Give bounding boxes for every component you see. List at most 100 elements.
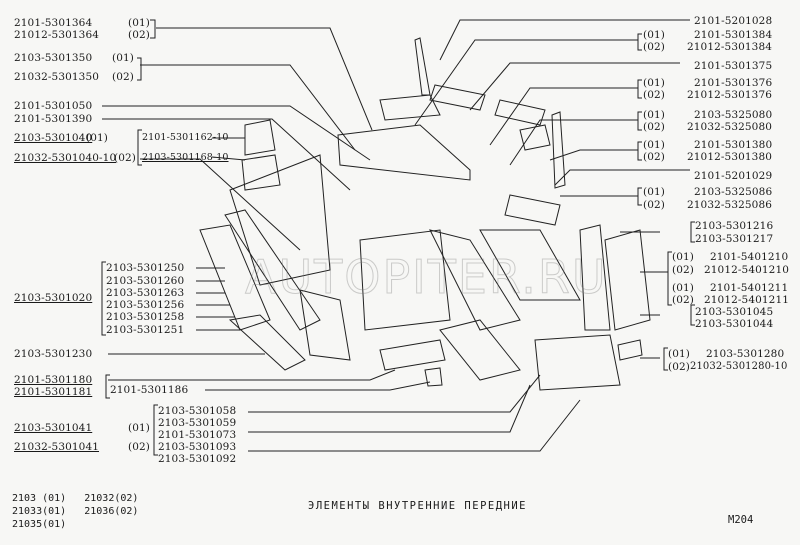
part-label[interactable]: 2101-5301376 [694, 77, 773, 89]
part-outline [494, 99, 546, 126]
part-label[interactable]: 21032-5301280-10 [690, 361, 788, 372]
part-label[interactable]: 2103-5301093 [158, 441, 237, 453]
part-label[interactable]: 2101-5301050 [14, 100, 93, 112]
part-label[interactable]: 2103-5301258 [106, 311, 185, 323]
part-label[interactable]: 21012-5401210 [704, 264, 790, 276]
part-label[interactable]: 2103-5301217 [695, 233, 774, 245]
leader-line [489, 87, 638, 146]
part-label[interactable]: 21012-5301380 [687, 151, 773, 163]
part-outline [224, 209, 321, 331]
model-applicability: 2103 (01) 21032(02) 21033(01) 21036(02) … [12, 492, 138, 531]
part-outline [579, 224, 611, 331]
part-label[interactable]: 2101-5301186 [110, 384, 189, 396]
variant-label: (02) [643, 121, 665, 133]
leader-line [108, 369, 396, 381]
leader-line [248, 399, 581, 452]
part-label[interactable]: 21032-5301040-10 [14, 152, 117, 164]
part-outline [429, 229, 521, 331]
part-outline [379, 94, 441, 121]
variant-label: (02) [112, 71, 134, 83]
part-label[interactable]: 2101-5401210 [710, 251, 789, 263]
part-label[interactable]: 2101-5301380 [694, 139, 773, 151]
part-outline [359, 229, 451, 331]
leader-line [439, 19, 690, 61]
part-label[interactable]: 2101-5301384 [694, 29, 773, 41]
part-label[interactable]: 2101-5201029 [694, 170, 773, 182]
part-label[interactable]: 21012-5301364 [14, 29, 100, 41]
part-label[interactable]: 2103-5301250 [106, 262, 185, 274]
bracket [637, 187, 642, 206]
part-label[interactable]: 2101-5201028 [694, 15, 773, 27]
part-label[interactable]: 2101-5301181 [14, 386, 93, 398]
variant-label: (02) [672, 264, 694, 276]
part-label[interactable]: 2103-5301092 [158, 453, 237, 465]
part-label[interactable]: 2103-5301216 [695, 220, 774, 232]
part-label[interactable]: 21012-5301384 [687, 41, 773, 53]
part-label[interactable]: 2103-5301041 [14, 422, 93, 434]
variant-label: (02) [643, 41, 665, 53]
part-label[interactable]: 2103-5301256 [106, 299, 185, 311]
part-label[interactable]: 2101-5301180 [14, 374, 93, 386]
part-label[interactable]: 2103-5301260 [106, 275, 185, 287]
leader-line [156, 27, 373, 131]
leader-line [248, 374, 541, 413]
part-label[interactable]: 2103-5301040 [14, 132, 93, 144]
part-outline [424, 367, 443, 387]
part-label[interactable]: 2103-5301020 [14, 292, 93, 304]
part-label[interactable]: 2103-5301230 [14, 348, 93, 360]
leader-line [554, 169, 690, 186]
part-label[interactable]: 21012-5401211 [704, 294, 790, 306]
bracket [101, 261, 106, 336]
part-label[interactable]: 21032-5325080 [687, 121, 773, 133]
leader-line [140, 64, 356, 151]
part-label[interactable]: 2103-5301251 [106, 324, 185, 336]
part-label[interactable]: 2103-5325080 [694, 109, 773, 121]
variant-label: (01) [643, 29, 665, 41]
part-label[interactable]: 2101-5301375 [694, 60, 773, 72]
variant-label: (01) [128, 422, 150, 434]
part-label[interactable]: 2103-5301350 [14, 52, 93, 64]
part-label[interactable]: 2103-5301059 [158, 417, 237, 429]
bracket [663, 347, 668, 371]
leader-line [140, 158, 301, 251]
part-outline [439, 319, 521, 381]
part-outline [244, 119, 276, 156]
part-label[interactable]: 21012-5301376 [687, 89, 773, 101]
part-label[interactable]: 2103-5301058 [158, 405, 237, 417]
part-label[interactable]: 2103-5301168-10 [142, 152, 229, 163]
part-outline [241, 154, 281, 191]
part-label[interactable]: 2101-5401211 [710, 282, 789, 294]
variant-label: (01) [672, 251, 694, 263]
variant-label: (02) [643, 89, 665, 101]
part-label[interactable]: 21032-5301350 [14, 71, 100, 83]
part-label[interactable]: 2101-5301073 [158, 429, 237, 441]
bracket [690, 304, 695, 326]
model-code: 2103 (01) [12, 493, 67, 504]
bracket [637, 111, 642, 131]
part-outline [479, 229, 581, 301]
variant-label: (02) [128, 441, 150, 453]
leader-line [509, 119, 638, 166]
watermark: AUTOPITER.RU [245, 250, 608, 305]
model-code: 21035(01) [12, 519, 67, 530]
part-label[interactable]: 21032-5325086 [687, 199, 773, 211]
variant-label: (02) [128, 29, 150, 41]
part-label[interactable]: 21032-5301041 [14, 441, 100, 453]
variant-label: (01) [668, 348, 690, 360]
bracket [637, 79, 642, 99]
part-label[interactable]: 2101-5301390 [14, 113, 93, 125]
model-code: 21036(02) [84, 506, 139, 517]
diagram-title: ЭЛЕМЕНТЫ ВНУТРЕННИЕ ПЕРЕДНИЕ [308, 500, 528, 512]
leader-line [248, 384, 531, 433]
part-label[interactable]: 2103-5301045 [695, 306, 774, 318]
part-label[interactable]: 2103-5301263 [106, 287, 185, 299]
part-outline [534, 334, 621, 391]
part-label[interactable]: 2101-5301162-10 [142, 132, 229, 143]
variant-label: (01) [643, 109, 665, 121]
bracket [690, 221, 695, 243]
part-label[interactable]: 2103-5301044 [695, 318, 774, 330]
part-label[interactable]: 2101-5301364 [14, 17, 93, 29]
part-label[interactable]: 2103-5325086 [694, 186, 773, 198]
part-label[interactable]: 2103-5301280 [706, 348, 785, 360]
